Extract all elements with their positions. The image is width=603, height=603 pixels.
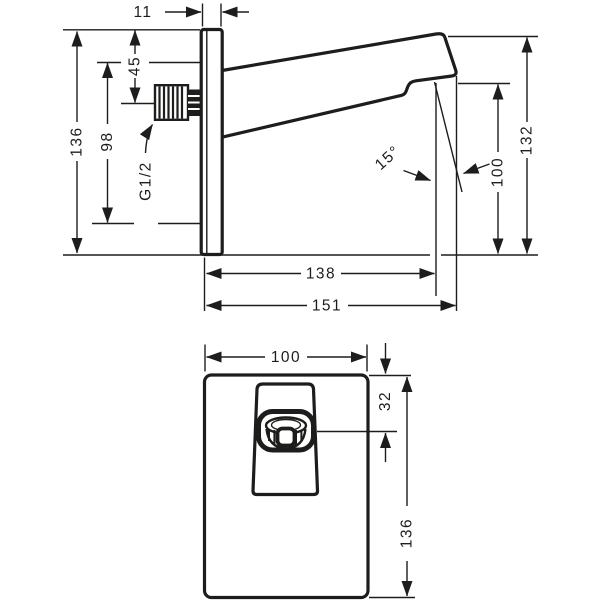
spout-body-side [220,32,458,139]
thread-size-label: G1/2 [138,161,155,201]
leader-line [139,124,154,154]
side-view: 11 136 98 45 G1/2 15° [63,3,538,315]
front-view: 100 32 136 [202,343,416,600]
dim-outlet-height-label: 100 [490,157,507,187]
dim-depth-outlet: 138 [206,266,435,283]
dim-total-height: 132 [519,37,536,254]
dim-outlet-height: 100 [490,84,507,254]
spout-front-outline [251,382,320,497]
knurl-stripes [158,86,184,119]
dim-plate-thickness-label: 11 [133,4,152,21]
dim-outlet-from-top: 32 [377,343,394,462]
aerator-center-cap [275,426,297,448]
dim-depth-total: 151 [206,298,456,315]
outlet-tilt-line [433,81,463,193]
thread-annotation: G1/2 [138,124,155,201]
spout-angle-label: 15° [372,142,404,173]
dim-front-plate-height: 136 [399,376,416,597]
dim-inlet-from-bottom-label: 98 [99,131,116,151]
dim-plate-width-label: 100 [271,349,301,366]
aerator-housing [256,409,316,453]
dim-plate-height-label: 136 [69,126,86,156]
side-view-reference-lines [63,3,538,311]
dim-inlet-from-top: 45 [127,30,144,103]
angle-arrow [403,169,431,182]
front-view-reference-lines [204,344,415,599]
dim-total-height-label: 132 [519,125,536,155]
dim-plate-height: 136 [69,31,86,254]
dim-outlet-from-top-label: 32 [377,391,394,411]
aerator [256,409,316,453]
thread-connector [153,83,202,121]
spout-front [251,382,320,497]
angle-annotation: 15° [372,142,490,182]
dim-depth-total-label: 151 [312,298,342,315]
dim-inlet-from-bottom: 98 [99,62,116,223]
dim-depth-outlet-label: 138 [306,266,336,283]
dim-plate-thickness: 11 [133,4,249,21]
wall-plate-side-outline [199,27,224,257]
wall-plate-side [199,27,224,257]
wall-plate-front-outline [202,373,370,600]
angle-arrow [463,163,490,175]
dim-inlet-from-top-label: 45 [127,56,144,76]
dim-front-plate-height-label: 136 [399,518,416,548]
dim-plate-width: 100 [206,349,367,366]
